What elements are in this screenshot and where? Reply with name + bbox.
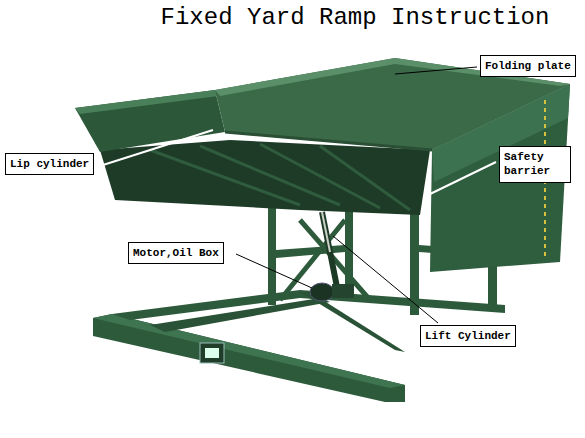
control-panel — [205, 348, 219, 358]
base-crossbar — [150, 298, 330, 332]
leader-line — [428, 162, 496, 195]
diagram-title: Fixed Yard Ramp Instruction — [150, 4, 560, 31]
cylinder-rod — [322, 212, 330, 252]
safety-barrier-face — [432, 84, 570, 182]
part-label: Folding plate — [485, 59, 571, 73]
leader-line — [333, 236, 438, 323]
lift-cylinder — [322, 212, 338, 292]
part-label: Safety barrier — [504, 150, 566, 179]
leader-line — [395, 67, 477, 74]
frame-post — [268, 195, 276, 305]
frame-post — [410, 205, 419, 315]
part-label: Lift Cylinder — [425, 329, 511, 343]
control-box — [200, 343, 224, 363]
scissor-arm — [300, 220, 370, 300]
part-label-box: Lift Cylinder — [420, 325, 516, 347]
oil-box — [332, 284, 354, 298]
safety-barrier — [430, 84, 570, 272]
leader-line — [103, 130, 213, 165]
part-label-box: Safety barrier — [499, 146, 571, 183]
part-label-box: Lip cylinder — [5, 153, 94, 175]
part-label-box: Folding plate — [480, 55, 576, 77]
part-label-box: Motor,Oil Box — [128, 242, 224, 264]
part-label: Lip cylinder — [10, 157, 89, 171]
base-crossbar — [300, 292, 405, 352]
leader-line — [236, 254, 312, 288]
lip-edge — [75, 90, 218, 114]
motor — [310, 283, 334, 301]
deck-front-edge — [225, 132, 432, 150]
lip-plate — [75, 90, 225, 152]
part-label: Motor,Oil Box — [133, 246, 219, 260]
deck-beam — [320, 146, 410, 210]
